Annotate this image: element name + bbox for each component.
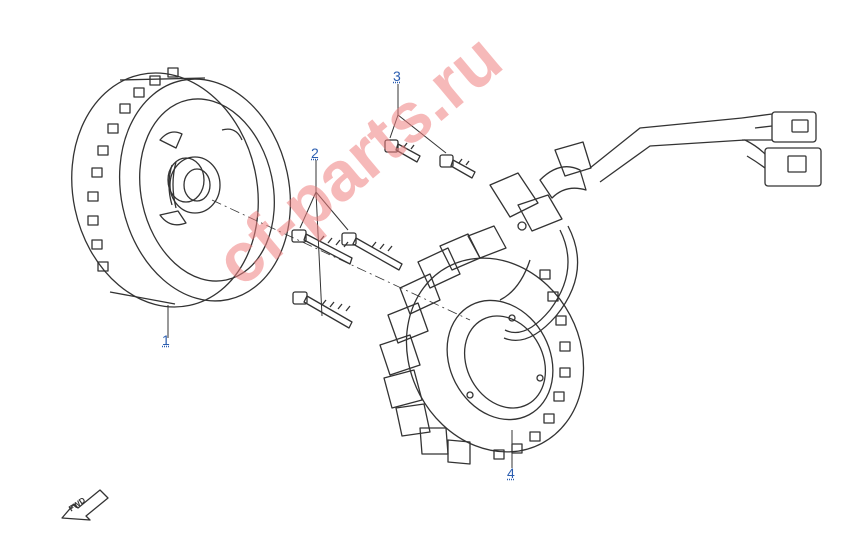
long-bolt-a (291, 229, 353, 265)
short-bolt-a (384, 139, 421, 163)
callout-2[interactable]: 2 (311, 145, 319, 161)
fwd-arrow (61, 489, 109, 521)
rim-notches (87, 67, 179, 272)
flywheel (71, 67, 292, 338)
long-bolts (291, 160, 403, 329)
long-bolt-b (341, 232, 403, 271)
stator-teeth (493, 269, 571, 460)
short-bolt-b (439, 154, 476, 179)
short-bolts (384, 84, 476, 179)
stator-coils (379, 225, 507, 465)
callout-1[interactable]: 1 (162, 332, 170, 348)
callout-4[interactable]: 4 (507, 465, 515, 481)
connector-top (741, 111, 817, 143)
callout-3[interactable]: 3 (393, 68, 401, 84)
stator-assembly (379, 111, 822, 468)
long-bolt-c (292, 291, 353, 329)
connector-bottom (744, 139, 822, 187)
